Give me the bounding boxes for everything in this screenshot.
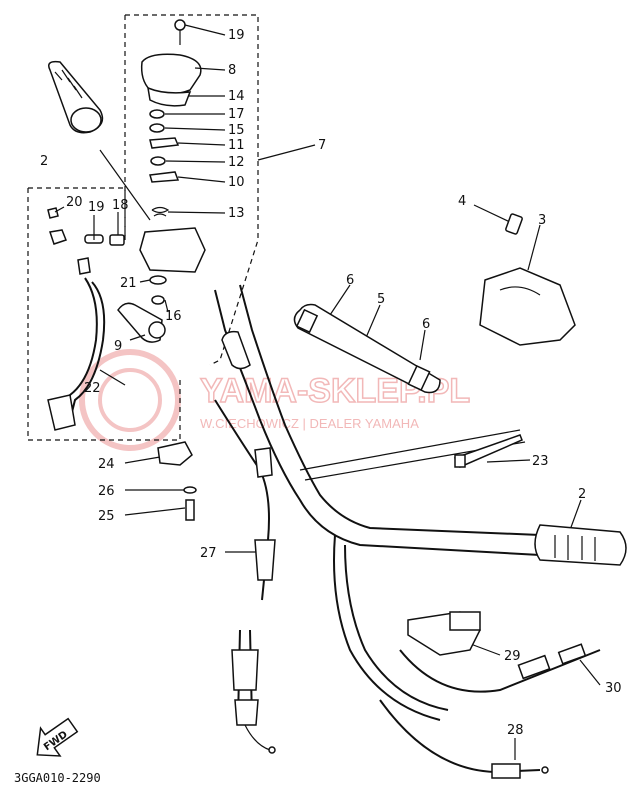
part-label: 12	[228, 155, 245, 170]
part-labels: 2 19 8 14 17 15 11 12 10 7 13 20 19 18 4…	[40, 28, 622, 738]
part-label: 25	[98, 509, 115, 524]
part-label: 2	[578, 487, 586, 502]
watermark-logo	[79, 349, 181, 451]
part-label: 19	[228, 28, 245, 43]
assembly-outlines	[27, 14, 259, 441]
left-switch-parts	[47, 19, 206, 431]
holder-parts	[157, 441, 197, 521]
part-label: 11	[228, 138, 245, 153]
right-grip	[534, 524, 627, 566]
fwd-arrow: FWD	[36, 717, 79, 757]
left-grip	[48, 60, 104, 134]
part-label: 3	[538, 213, 546, 228]
part-label: 20	[66, 195, 83, 210]
diagram-code: 3GGA010-2290	[14, 771, 101, 785]
bar-pad	[293, 303, 441, 394]
right-switch	[479, 213, 576, 346]
part-label: 22	[84, 381, 101, 396]
part-label: 30	[605, 681, 622, 696]
part-label: 19	[88, 200, 105, 215]
part-label: 24	[98, 457, 115, 472]
brake-holder	[407, 611, 481, 656]
watermark-subtitle: W.CIECHOWICZ | DEALER YAMAHA	[200, 416, 419, 431]
clutch-cable	[379, 699, 549, 779]
part-label: 16	[165, 309, 182, 324]
part-label: 27	[200, 546, 217, 561]
part-label: 21	[120, 276, 137, 291]
brake-cable	[399, 643, 601, 693]
part-label: 6	[346, 273, 354, 288]
part-label: 13	[228, 206, 245, 221]
part-label: 6	[422, 317, 430, 332]
part-label: 4	[458, 194, 466, 209]
part-label: 29	[504, 649, 521, 664]
part-label: 18	[112, 198, 129, 213]
part-label: 7	[318, 138, 326, 153]
part-label: 9	[114, 339, 122, 354]
cable-tie	[453, 434, 523, 468]
part-label: 10	[228, 175, 245, 190]
throttle-cable	[214, 399, 276, 754]
handlebar	[214, 284, 541, 721]
part-label: 15	[228, 123, 245, 138]
leader-lines	[54, 24, 601, 760]
part-label: 23	[532, 454, 549, 469]
part-label: 8	[228, 63, 236, 78]
part-label: 26	[98, 484, 115, 499]
part-label: 17	[228, 107, 245, 122]
part-label: 5	[377, 292, 385, 307]
part-label: 14	[228, 89, 245, 104]
part-label: 28	[507, 723, 524, 738]
part-label: 2	[40, 154, 48, 169]
